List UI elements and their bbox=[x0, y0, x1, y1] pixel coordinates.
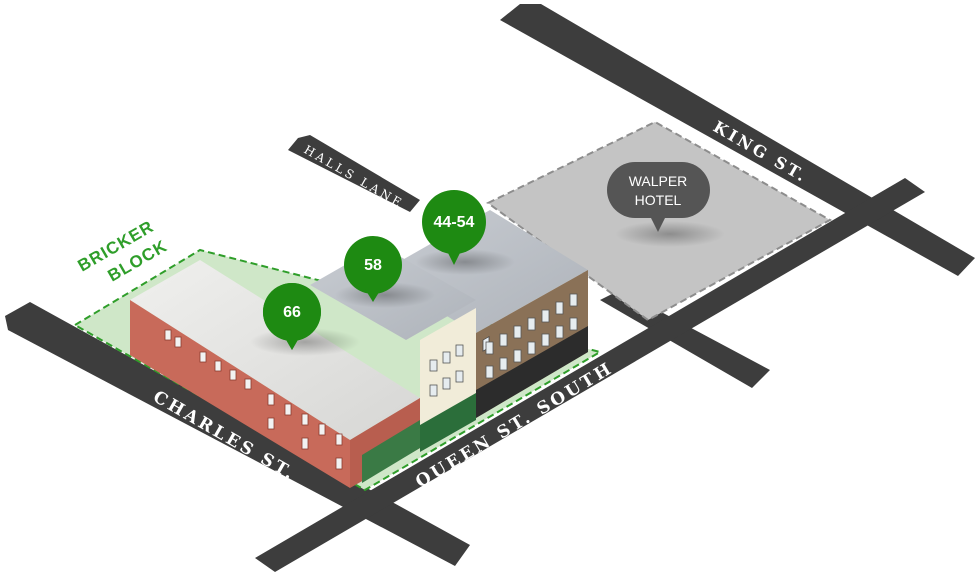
pin-label-44-54: 44-54 bbox=[434, 214, 475, 231]
road-halls-lane bbox=[288, 135, 420, 212]
pin-label-58: 58 bbox=[364, 257, 382, 274]
facade-windows bbox=[429, 293, 578, 397]
hotel-label-line1: WALPER bbox=[629, 173, 688, 189]
pin-shadow bbox=[615, 221, 725, 247]
map-pin-icon[interactable]: 66 bbox=[262, 283, 321, 350]
hotel-label-line2: HOTEL bbox=[635, 192, 682, 208]
pin-shadow bbox=[415, 249, 515, 275]
street-label-halls-lane: HALLS LANE bbox=[302, 142, 407, 211]
brick-windows bbox=[164, 329, 343, 470]
map-pin-icon[interactable]: 58 bbox=[344, 236, 402, 302]
map-pin-icon[interactable]: 44-54 bbox=[422, 190, 486, 265]
pin-label-66: 66 bbox=[283, 304, 301, 321]
speech-pin-icon[interactable]: WALPER HOTEL bbox=[607, 162, 710, 232]
road-queen-st-south bbox=[255, 178, 925, 572]
road-charles-st bbox=[5, 302, 470, 566]
